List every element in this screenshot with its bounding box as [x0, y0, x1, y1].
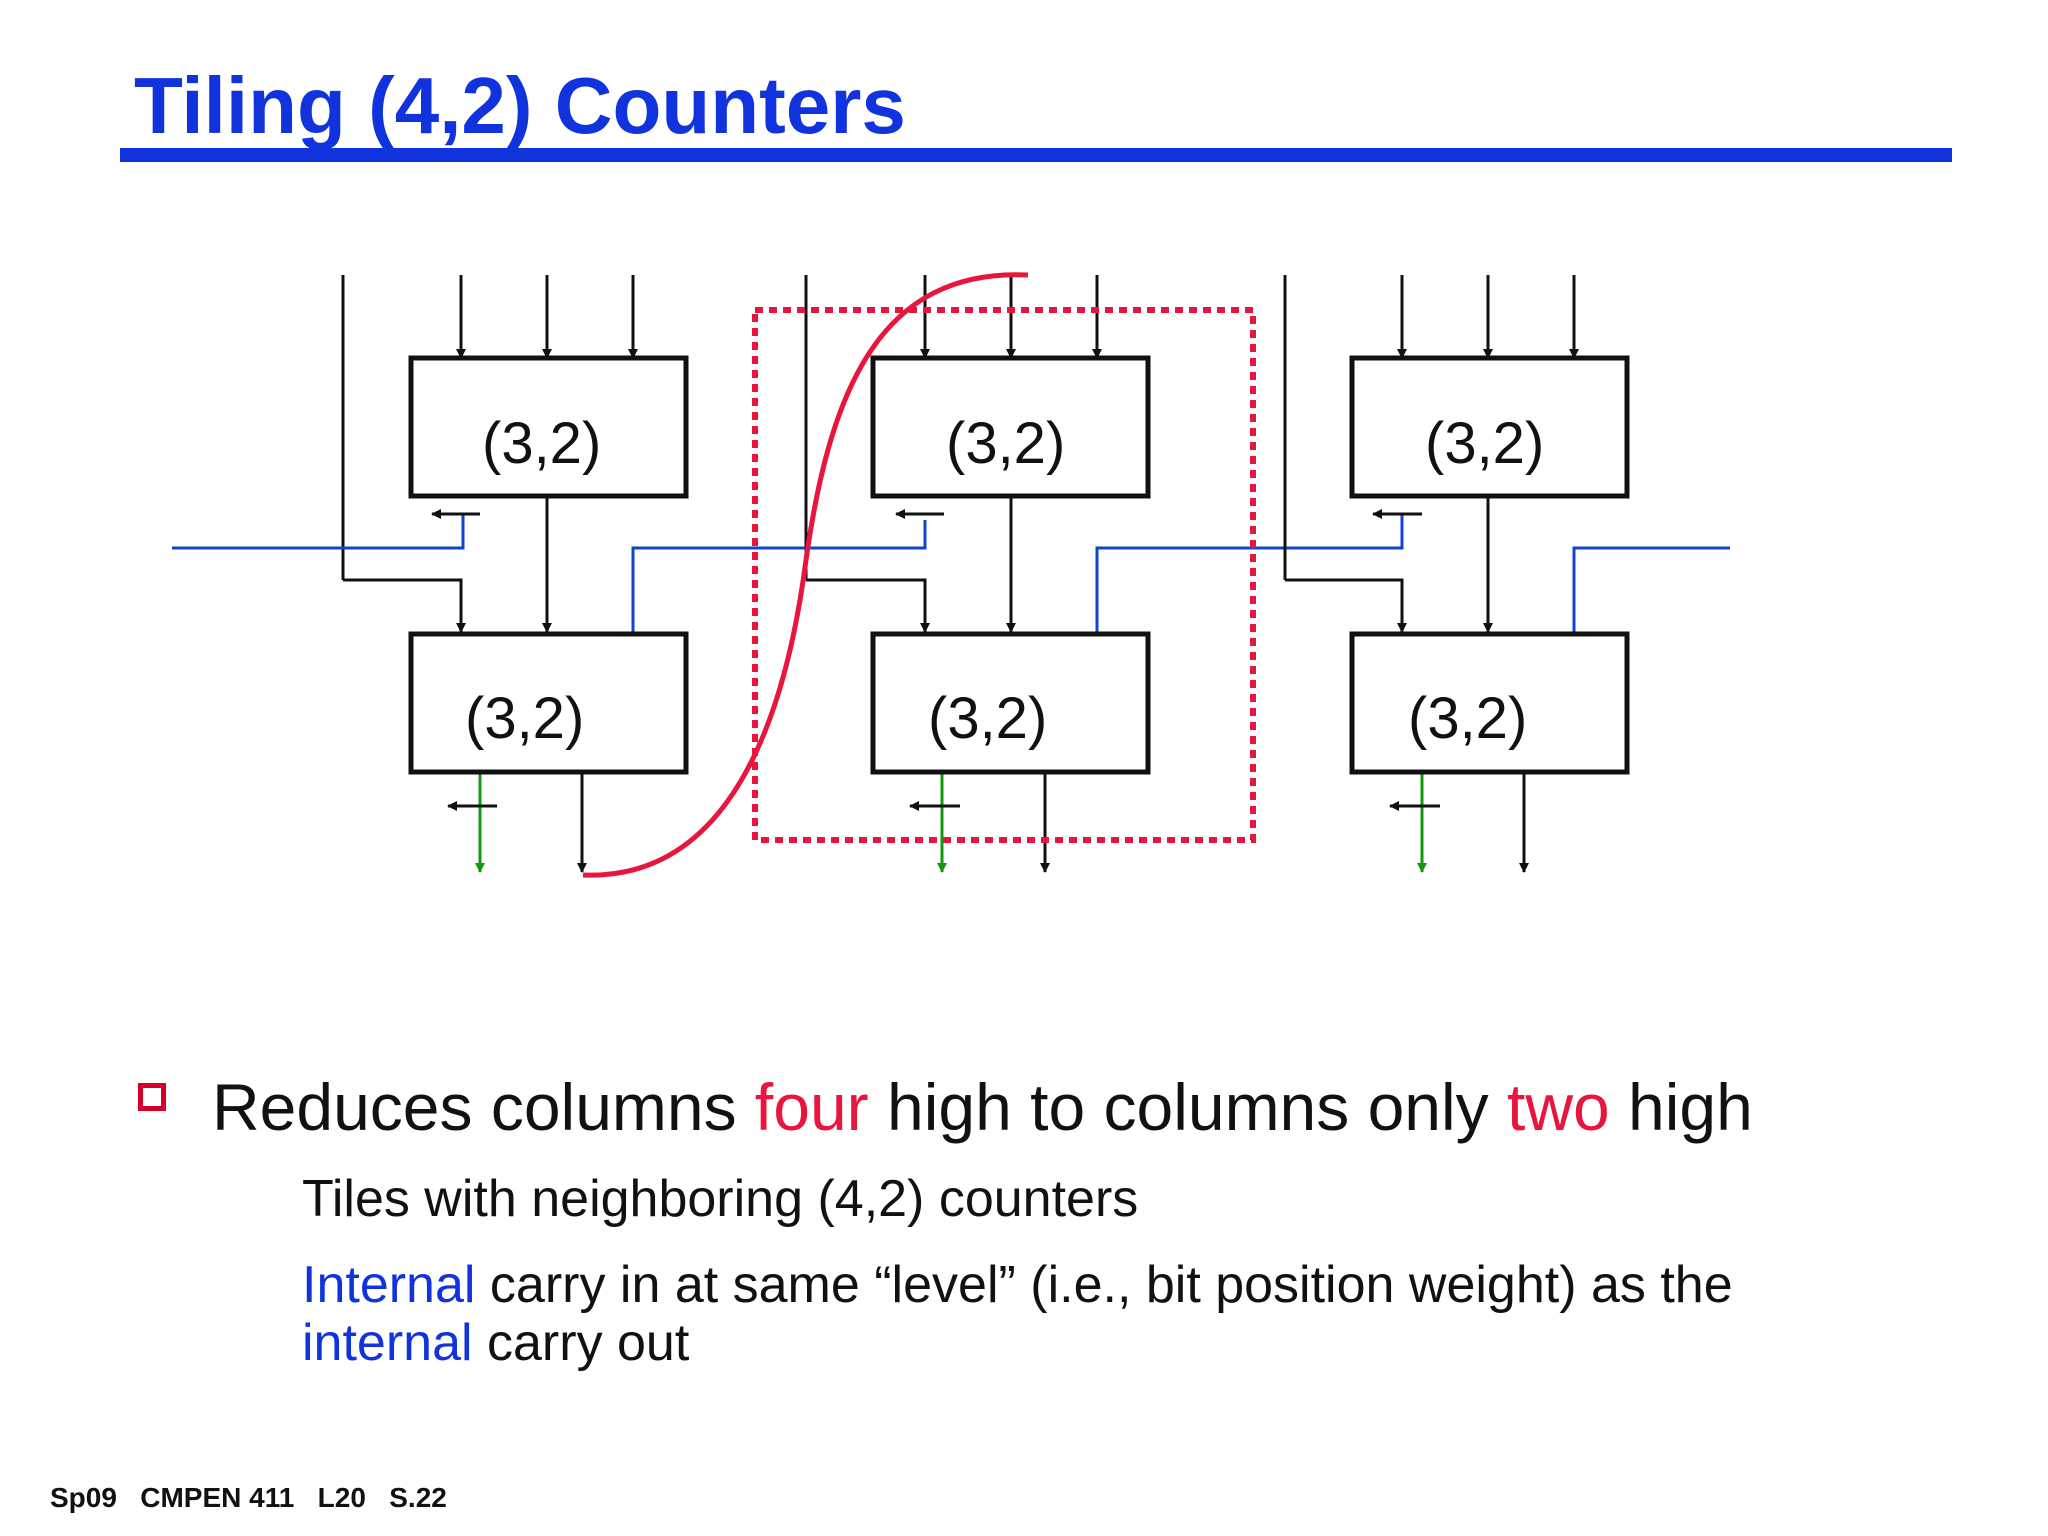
- tile-boundary-curve: [582, 272, 1029, 878]
- input-wire: [806, 578, 930, 633]
- title-underline: [120, 148, 1952, 162]
- counter-label-top-left: (3,2): [482, 411, 601, 476]
- counter-label-bottom-left: (3,2): [465, 686, 584, 751]
- slide-footer: Sp09 CMPEN 411 L20 S.22: [50, 1482, 447, 1513]
- internal-carry-in-wire: [1092, 514, 1404, 641]
- internal-carry-out-wire: [628, 520, 927, 641]
- counter-label-bottom-right: (3,2): [1408, 686, 1527, 751]
- counter-box-bottom-right: [1349, 631, 1630, 775]
- bullet-square-icon: [138, 1083, 166, 1111]
- counter-box-top-left: [408, 355, 689, 499]
- counter-box-bottom-middle: [870, 631, 1151, 775]
- counter-box-bottom-left: [408, 631, 689, 775]
- column-middle: [804, 275, 1404, 873]
- tile-outline-4-2-counter: [752, 307, 1256, 843]
- main-bullet-text: high: [1609, 1070, 1753, 1144]
- main-bullet-text: Reduces columns: [212, 1070, 755, 1144]
- sub-bullet-tiles: Tiles with neighboring (4,2) counters: [302, 1170, 1139, 1228]
- column-right: [1283, 275, 1730, 873]
- sub-bullet-internal-carry-line1: Internal carry in at same “level” (i.e.,…: [302, 1256, 1733, 1316]
- sub-bullet-text: carry out: [472, 1314, 690, 1372]
- sub-bullet-internal-carry-line2: internal carry out: [302, 1314, 689, 1374]
- main-bullet-text: high to columns only: [868, 1070, 1507, 1144]
- counter-box-top-right: [1349, 355, 1630, 499]
- internal-carry-in-wire: [172, 514, 465, 550]
- highlight-four: four: [754, 1070, 869, 1144]
- column-left: [172, 275, 927, 873]
- internal-carry-out-wire: [1569, 546, 1730, 641]
- highlight-two: two: [1507, 1070, 1610, 1144]
- main-bullet: Reduces columns four high to columns onl…: [212, 1068, 1753, 1147]
- highlight-internal: Internal: [302, 1256, 476, 1314]
- highlight-internal-lower: internal: [302, 1314, 473, 1372]
- counter-label-top-middle: (3,2): [946, 411, 1065, 476]
- input-wire: [343, 578, 466, 633]
- counter-label-top-right: (3,2): [1425, 411, 1544, 476]
- sub-bullet-text: carry in at same “level” (i.e., bit posi…: [475, 1256, 1733, 1314]
- counter-tiling-diagram: (3,2) (3,2) (3,2) (3,2) (3,2) (3,2): [172, 272, 1730, 878]
- counter-box-top-middle: [870, 355, 1151, 499]
- input-wire: [1285, 578, 1407, 633]
- slide-title: Tiling (4,2) Counters: [134, 61, 906, 150]
- counter-label-bottom-middle: (3,2): [928, 686, 1047, 751]
